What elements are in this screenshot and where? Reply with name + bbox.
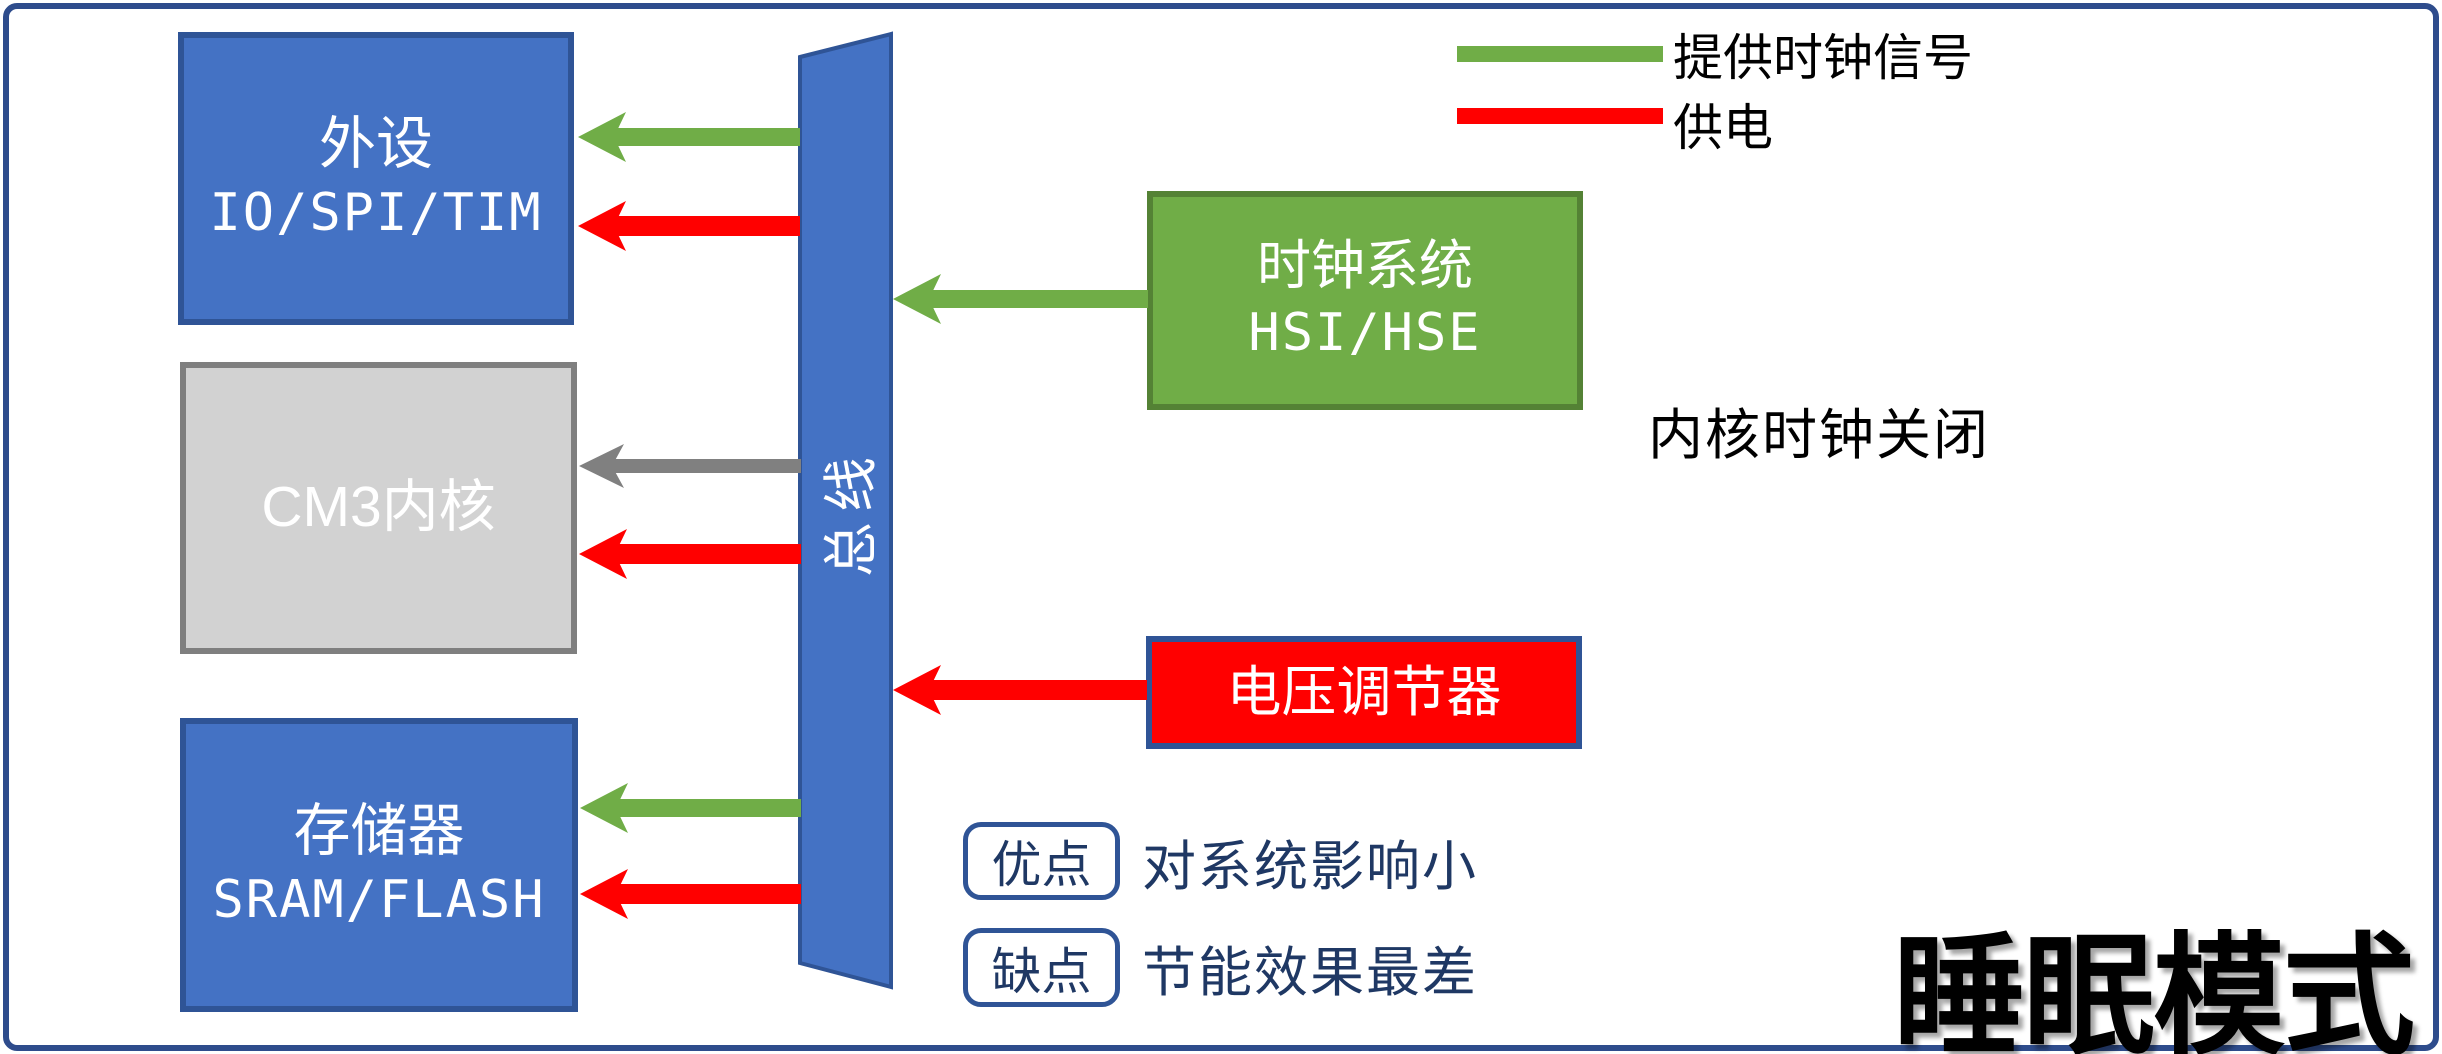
voltage-regulator-block: 电压调节器	[1146, 636, 1582, 749]
legend-clock-signal-bar	[1457, 46, 1663, 62]
bus-to-peripheral-power-arrow-icon	[578, 201, 800, 251]
legend-power-bar	[1457, 108, 1663, 124]
bus-to-memory-clock-arrow-icon	[580, 783, 801, 833]
pro-badge: 优点	[963, 822, 1120, 900]
bus-label: 总线	[820, 446, 882, 578]
bus-to-memory-power-arrow-icon	[580, 869, 801, 919]
clock-system-subtitle: HSI/HSE	[1248, 303, 1482, 364]
clock-system-title: 时钟系统	[1257, 235, 1473, 296]
memory-block: 存储器 SRAM/FLASH	[180, 718, 578, 1012]
clock-system-to-bus-arrow-icon	[893, 274, 1148, 324]
con-badge: 缺点	[963, 928, 1120, 1007]
voltage-regulator-to-bus-arrow-icon	[893, 665, 1147, 715]
memory-title: 存储器	[293, 798, 465, 863]
bus-to-peripheral-clock-arrow-icon	[578, 112, 800, 162]
core-clock-off-annotation: 内核时钟关闭	[1648, 404, 1991, 466]
bus-shape	[798, 31, 893, 990]
bus-polygon	[798, 31, 893, 990]
cm3-core-title: CM3内核	[261, 475, 496, 540]
peripheral-subtitle: IO/SPI/TIM	[209, 183, 543, 244]
voltage-regulator-title: 电压调节器	[1226, 661, 1502, 724]
clock-system-block: 时钟系统 HSI/HSE	[1147, 191, 1583, 410]
page-title: 睡眠模式	[1893, 923, 2415, 1054]
memory-subtitle: SRAM/FLASH	[212, 869, 546, 930]
bus-to-core-clock-stopped-arrow-icon	[579, 444, 801, 488]
legend-clock-signal-label: 提供时钟信号	[1673, 30, 1973, 86]
peripheral-block: 外设 IO/SPI/TIM	[178, 32, 574, 325]
bus-to-core-power-arrow-icon	[579, 529, 801, 579]
con-text: 节能效果最差	[1142, 943, 1478, 1003]
pro-text: 对系统影响小	[1142, 836, 1478, 897]
cm3-core-block: CM3内核	[180, 362, 577, 654]
legend-power-label: 供电	[1673, 100, 1773, 156]
peripheral-title: 外设	[319, 112, 433, 177]
